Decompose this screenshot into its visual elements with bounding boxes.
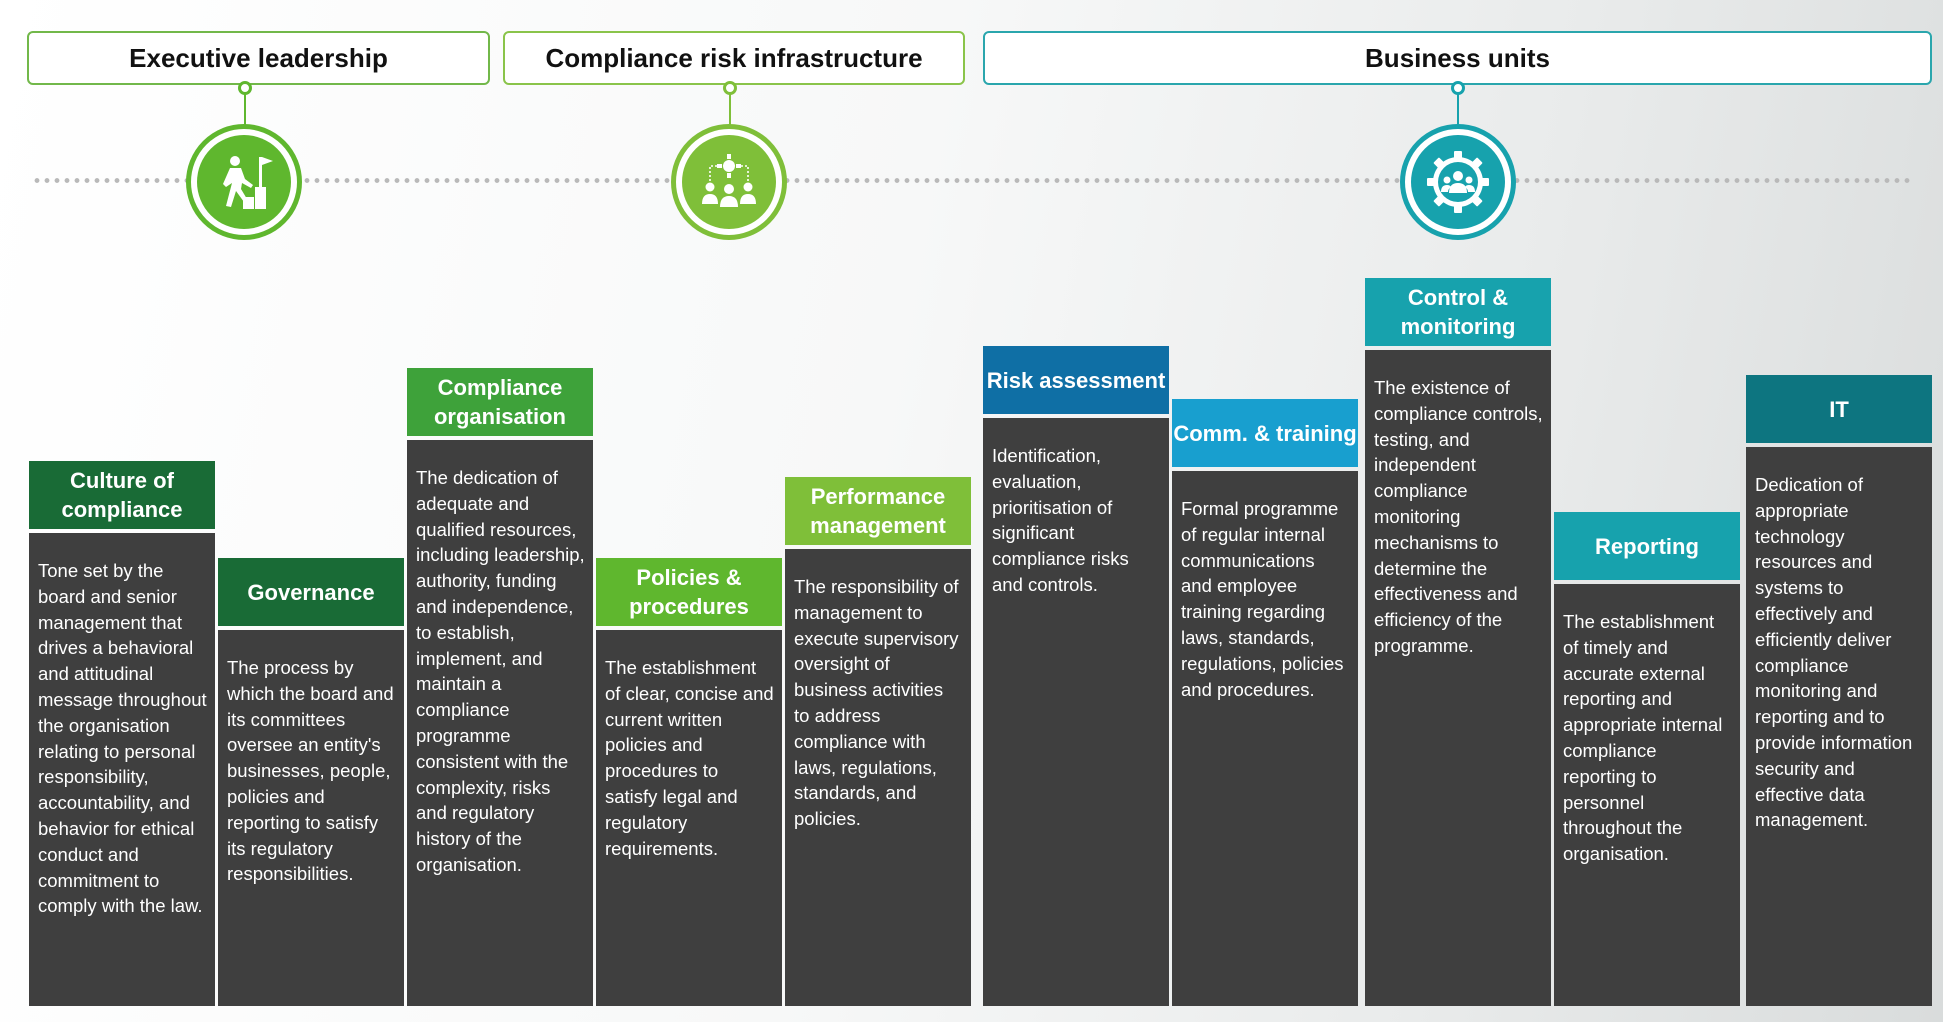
header-executive-leadership: Executive leadership (27, 31, 490, 85)
column-body: The establishment of timely and accurate… (1554, 584, 1740, 1006)
column-title: Policies & procedures (596, 558, 782, 626)
column-body: Tone set by the board and senior managem… (29, 533, 215, 1006)
dotted-timeline (32, 178, 1912, 183)
column-it: IT Dedication of appropriate technology … (1746, 375, 1932, 1006)
column-body: The responsibility of management to exec… (785, 549, 971, 1006)
column-title: Culture of compliance (29, 461, 215, 529)
column-title: Comm. & training (1172, 399, 1358, 467)
column-body: The establishment of clear, concise and … (596, 630, 782, 1006)
connector-line (1457, 88, 1459, 126)
column-performance-management: Performance management The responsibilit… (785, 477, 971, 1006)
column-policies-procedures: Policies & procedures The establishment … (596, 558, 782, 1006)
connector-knob (1451, 81, 1465, 95)
header-compliance-risk-infrastructure: Compliance risk infrastructure (503, 31, 965, 85)
compliance-infra-icon-circle (671, 124, 787, 240)
column-body: Identification, evaluation, prioritisati… (983, 418, 1169, 1006)
executive-icon-circle (186, 124, 302, 240)
column-title: Governance (218, 558, 404, 626)
column-governance: Governance The process by which the boar… (218, 558, 404, 1006)
column-body: The process by which the board and its c… (218, 630, 404, 1006)
column-body: The existence of compliance controls, te… (1365, 350, 1551, 1006)
column-title: Compliance organisation (407, 368, 593, 436)
column-body: Formal programme of regular internal com… (1172, 471, 1358, 1006)
connector-line (244, 88, 246, 126)
header-business-units: Business units (983, 31, 1932, 85)
connector-knob (238, 81, 252, 95)
column-culture-of-compliance: Culture of compliance Tone set by the bo… (29, 461, 215, 1006)
person-climbing-steps-to-flag-icon (223, 156, 273, 209)
connector-knob (723, 81, 737, 95)
column-comm-training: Comm. & training Formal programme of reg… (1172, 399, 1358, 1006)
column-control-monitoring: Control & monitoring The existence of co… (1365, 278, 1551, 1006)
column-risk-assessment: Risk assessment Identification, evaluati… (983, 346, 1169, 1006)
column-title: Risk assessment (983, 346, 1169, 414)
connector-line (729, 88, 731, 126)
column-title: Performance management (785, 477, 971, 545)
column-compliance-organisation: Compliance organisation The dedication o… (407, 368, 593, 1006)
column-body: The dedication of adequate and qualified… (407, 440, 593, 1006)
team-with-gear-icon (702, 154, 756, 207)
business-units-icon-circle (1400, 124, 1516, 240)
column-title: Reporting (1554, 512, 1740, 580)
column-body: Dedication of appropriate technology res… (1746, 447, 1932, 1006)
group-in-gear-icon (1427, 151, 1489, 213)
column-reporting: Reporting The establishment of timely an… (1554, 512, 1740, 1006)
column-title: Control & monitoring (1365, 278, 1551, 346)
column-title: IT (1746, 375, 1932, 443)
